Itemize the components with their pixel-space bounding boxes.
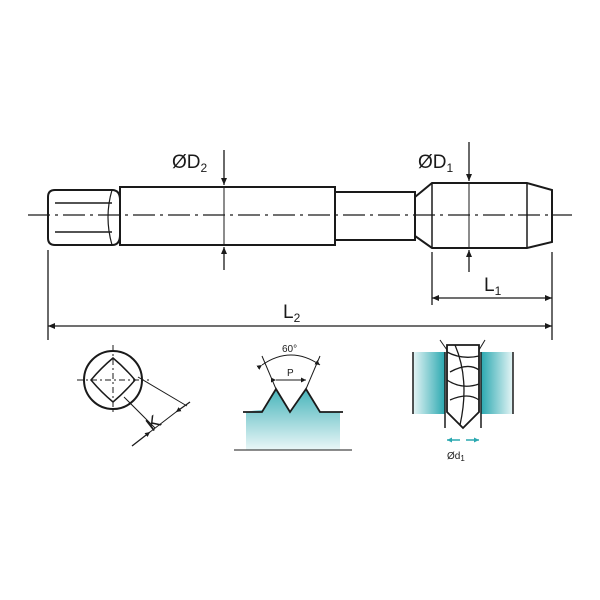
d2-label: ØD2 [172, 152, 208, 175]
drill-hole-view [412, 339, 514, 443]
l1-label: L1 [484, 275, 502, 298]
tap-side-view [28, 182, 572, 249]
l1-dimension [431, 252, 553, 340]
drill-bit [446, 344, 480, 430]
drill-diameter-label: Ød1 [447, 451, 465, 463]
shank [119, 186, 336, 246]
l2-label: L2 [283, 302, 301, 325]
square-section [77, 345, 191, 447]
d1-label: ØD1 [418, 152, 454, 175]
square-drive [47, 189, 121, 246]
k-label: K [142, 411, 165, 436]
l2-dimension [47, 250, 552, 340]
pitch-label: P [287, 368, 294, 379]
neck [334, 191, 416, 241]
angle-label: 60° [282, 344, 297, 355]
thread-profile [234, 354, 352, 451]
